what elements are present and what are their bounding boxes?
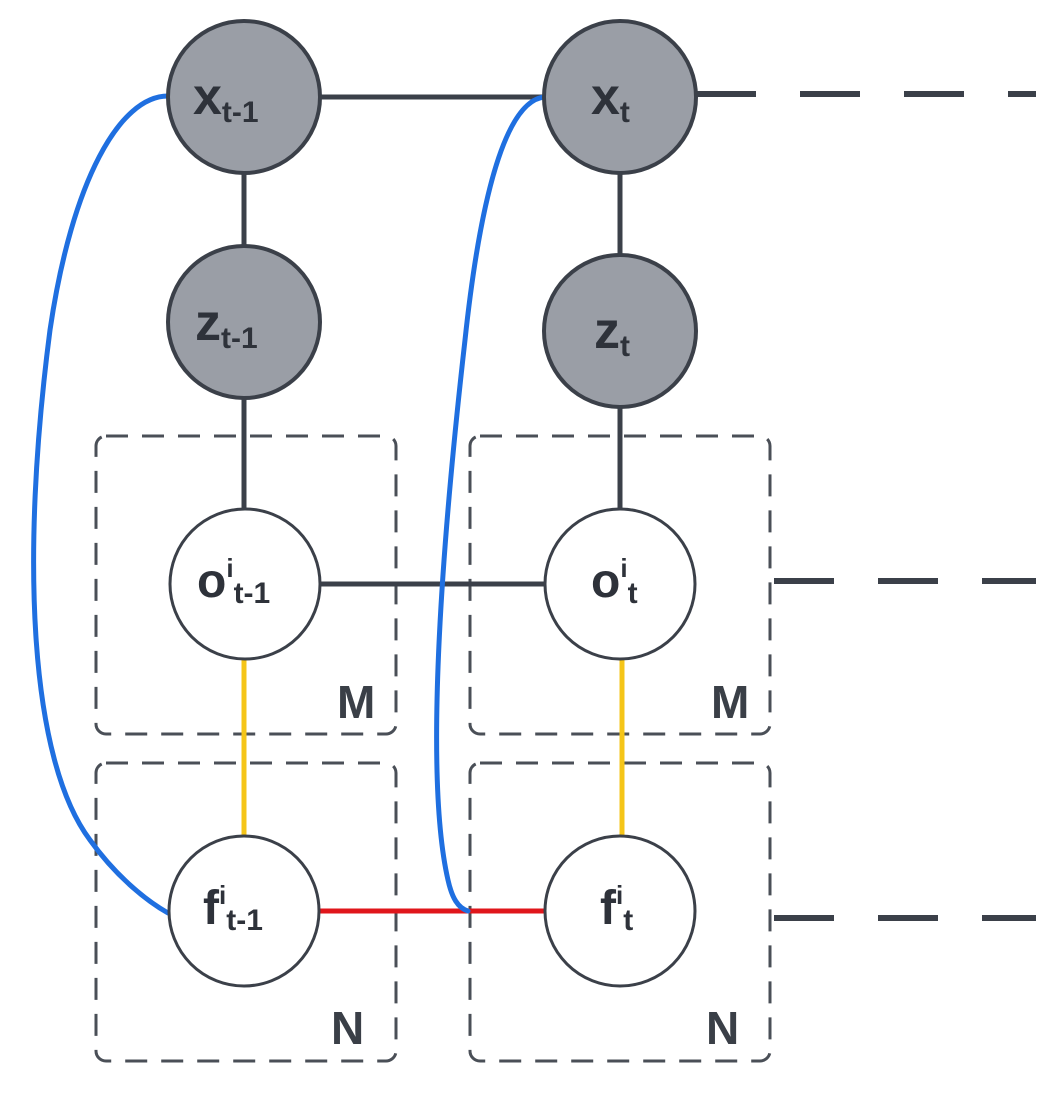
svg-text:xt-1: xt-1 bbox=[193, 68, 259, 129]
continuation-edges bbox=[696, 91, 1036, 921]
node-label-sub: t bbox=[623, 904, 633, 937]
node-label-sup: i bbox=[616, 880, 623, 910]
node-z-curr: zt bbox=[542, 253, 698, 409]
plate-label-n-prev: N bbox=[331, 1002, 364, 1054]
svg-text:oit: oit bbox=[591, 553, 638, 610]
node-label-base: f bbox=[600, 882, 617, 935]
node-label-sub: t bbox=[620, 96, 630, 129]
node-label-base: x bbox=[193, 68, 222, 126]
node-z-prev: zt-1 bbox=[166, 244, 322, 400]
node-label-sub: t-1 bbox=[222, 96, 259, 129]
node-label-sub: t-1 bbox=[234, 577, 271, 610]
edge-x-prev-f-prev bbox=[31, 93, 171, 916]
node-label-base: f bbox=[203, 882, 220, 935]
node-label-sub: t bbox=[620, 330, 630, 363]
node-label-base: x bbox=[591, 68, 620, 126]
svg-text:oit-1: oit-1 bbox=[197, 553, 270, 610]
node-x-prev: xt-1 bbox=[166, 19, 322, 175]
node-label-sup: i bbox=[226, 553, 233, 583]
yellow-edges bbox=[241, 659, 625, 836]
node-label-base: z bbox=[195, 294, 221, 352]
node-label-sub: t-1 bbox=[221, 322, 258, 355]
node-label-base: o bbox=[197, 555, 226, 608]
svg-text:fit-1: fit-1 bbox=[203, 880, 263, 937]
blue-edges bbox=[31, 93, 548, 916]
structural-edges bbox=[241, 94, 623, 587]
node-o-curr: oit bbox=[543, 507, 697, 661]
node-label-sub: t-1 bbox=[226, 904, 263, 937]
svg-text:zt-1: zt-1 bbox=[195, 294, 258, 355]
plate-label-m-prev: M bbox=[337, 676, 375, 728]
svg-text:xt: xt bbox=[591, 68, 630, 129]
node-o-prev: oit-1 bbox=[168, 507, 322, 661]
node-label-base: o bbox=[591, 555, 620, 608]
node-f-curr: fit bbox=[543, 834, 697, 988]
svg-text:fit: fit bbox=[600, 880, 633, 937]
node-label-sub: t bbox=[628, 577, 638, 610]
plate-label-n-curr: N bbox=[706, 1002, 739, 1054]
svg-text:zt: zt bbox=[594, 302, 630, 363]
plate-label-m-curr: M bbox=[711, 676, 749, 728]
node-f-prev: fit-1 bbox=[167, 834, 321, 988]
node-label-sup: i bbox=[620, 553, 627, 583]
node-x-curr: xt bbox=[542, 19, 698, 175]
edge-x-curr-f-curr bbox=[434, 94, 548, 914]
node-label-sup: i bbox=[219, 880, 226, 910]
node-label-base: z bbox=[594, 302, 620, 360]
